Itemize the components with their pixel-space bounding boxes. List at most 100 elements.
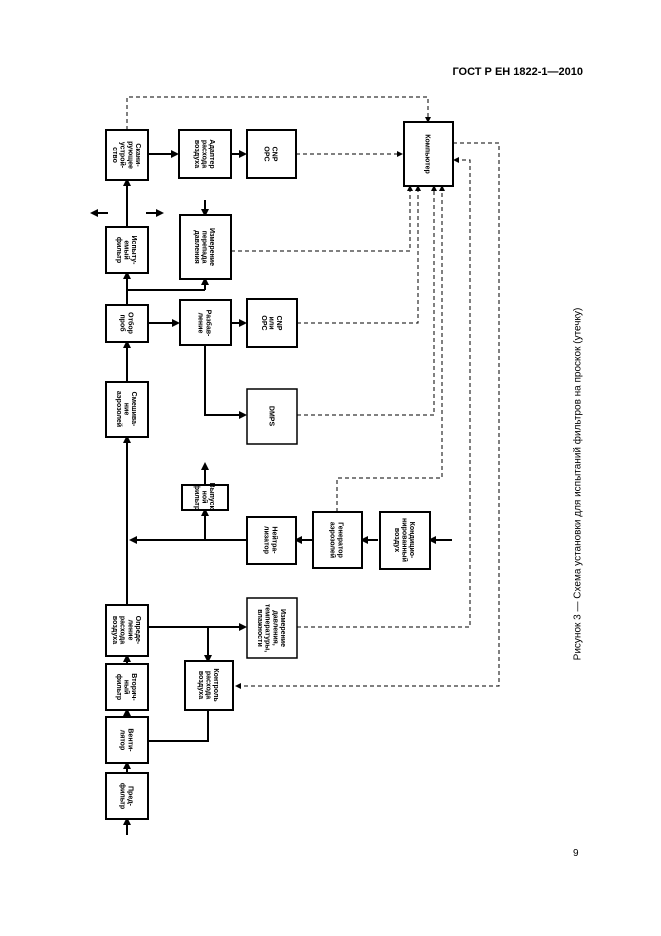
airflow-measurement-label-line: ление <box>126 620 133 641</box>
sampling-label: Отборпроб <box>119 312 135 334</box>
airflow-control-block: Контрольрасходавоздуха <box>184 660 234 711</box>
computer-block: Компьютер <box>403 121 454 187</box>
pressure-drop-label-line: перепада <box>201 231 208 264</box>
test-filter-label-line: Испыту- <box>130 236 137 266</box>
prefilter-label-line: фильтр <box>119 783 126 809</box>
compressed-air-label-line: нированный <box>401 518 409 562</box>
aerosol-generator-label-line: Генератор <box>336 522 343 558</box>
pressure-humidity-label-line: температуры, <box>264 604 271 652</box>
airflow-control-label: Контрольрасходавоздуха <box>197 668 219 702</box>
pressure-humidity-label: Измерениедавления,температуры,влажности <box>256 604 286 652</box>
dilution-label: Разбав-ление <box>197 310 213 337</box>
fan-block: Венти-лятор <box>105 716 149 764</box>
prefilter-label: Пред-фильтр <box>119 783 134 809</box>
pressure-drop-label: Измерениеперепададавления <box>193 228 215 266</box>
airflow-measurement-label-line: воздуха <box>111 616 118 644</box>
neutralizer-label-line: лизатор <box>263 526 270 554</box>
mixing-label: Смешива-ниеаэрозолей <box>115 391 137 427</box>
exhaust-filter-label-line: фильтр <box>193 484 200 510</box>
aerosol-generator-block: Генератораэрозолей <box>312 511 363 569</box>
airflow-control-label-line: Контроль <box>212 668 219 702</box>
airflow-measurement-label-line: расхода <box>119 616 126 644</box>
sampling-label-line: проб <box>119 314 127 332</box>
secondary-filter-label-line: фильтр <box>115 674 122 700</box>
prefilter-label-line: Пред- <box>126 786 133 807</box>
air-adapter-label-line: Адаптер <box>208 139 215 168</box>
test-filter-label-line: емый <box>123 240 131 259</box>
secondary-filter-block: Вторич-ныйфильтр <box>105 663 149 711</box>
mixing-block: Смешива-ниеаэрозолей <box>105 381 149 438</box>
scanning-device-label-line: рующее <box>126 141 133 169</box>
mixing-label-line: ние <box>123 403 130 416</box>
mixing-label-line: Смешива- <box>130 392 137 427</box>
secondary-filter-label: Вторич-ныйфильтр <box>115 673 137 701</box>
compressed-air-label: Кондицио-нированныйвоздух <box>393 518 415 562</box>
compressed-air-label-line: Кондицио- <box>408 522 415 559</box>
secondary-filter-label-line: Вторич- <box>130 673 137 701</box>
air-adapter-label-line: воздуха <box>193 140 200 168</box>
computer-label: Компьютер <box>424 134 431 174</box>
dmps-block: DMPS <box>246 388 298 445</box>
page-number: 9 <box>573 848 579 859</box>
test-filter-label: Испыту-емыйфильтр <box>115 236 137 266</box>
airflow-measurement-block: Опреде-лениерасходавоздуха <box>105 604 149 657</box>
air-adapter-label: Адаптеррасходавоздуха <box>193 139 215 168</box>
figure-caption: Рисунок 3 — Схема установки для испытани… <box>572 307 584 661</box>
scanning-device-label-line: Скани- <box>134 143 141 167</box>
dilution-label-line: ление <box>197 313 204 334</box>
scanning-device-label-line: устрой- <box>119 142 127 169</box>
neutralizer-label: Нейтра-лизатор <box>263 526 279 554</box>
fan-label-line: Венти- <box>126 728 133 752</box>
scanning-device-block: Скани-рующееустрой-ство <box>105 129 149 181</box>
cnp-opc-1-label-line: OPC <box>260 315 267 330</box>
air-adapter-label-line: расхода <box>201 140 208 168</box>
exhaust-filter-label: Выпуск-нойфильтр <box>193 483 215 512</box>
sampling-block: Отборпроб <box>105 304 149 343</box>
dilution-block: Разбав-ление <box>179 299 232 346</box>
cnp-opc-block-1: CNPилиOPC <box>246 298 298 348</box>
exhaust-filter-label-line: ной <box>201 491 209 504</box>
test-filter-label-line: фильтр <box>115 237 122 263</box>
fan-label-line: лятор <box>119 730 126 750</box>
prefilter-block: Пред-фильтр <box>105 772 149 820</box>
secondary-filter-label-line: ный <box>123 680 131 695</box>
aerosol-generator-label-line: аэрозолей <box>329 522 337 558</box>
scanning-device-label-line: ство <box>111 147 118 163</box>
pressure-humidity-label-line: влажности <box>256 609 263 647</box>
standard-header: ГОСТ Р ЕН 1822-1—2010 <box>452 66 583 78</box>
pressure-drop-block: Измерениеперепададавления <box>179 214 232 280</box>
airflow-control-label-line: расхода <box>205 671 212 699</box>
cnp-opc-1-label-line: или <box>268 316 275 329</box>
air-adapter-block: Адаптеррасходавоздуха <box>178 129 232 179</box>
dmps-label-line: DMPS <box>268 406 275 427</box>
cnp-opc-1-label: CNPилиOPC <box>260 315 282 330</box>
compressed-air-block: Кондицио-нированныйвоздух <box>379 511 431 570</box>
cnp-opc-block-2: CNPOPC <box>246 129 297 179</box>
dilution-label-line: Разбав- <box>204 310 212 337</box>
exhaust-filter-block: Выпуск-нойфильтр <box>181 483 229 512</box>
sampling-label-line: Отбор <box>126 312 134 334</box>
computer-label-line: Компьютер <box>424 134 431 174</box>
pressure-drop-label-line: Измерение <box>208 228 215 266</box>
cnp-opc-2-label-line: OPC <box>263 146 270 161</box>
airflow-measurement-label-line: Опреде- <box>134 616 141 645</box>
scanning-device-label: Скани-рующееустрой-ство <box>111 141 141 169</box>
pressure-humidity-label-line: давления, <box>271 610 278 645</box>
aerosol-generator-label: Генератораэрозолей <box>329 522 344 558</box>
fan-label: Венти-лятор <box>119 728 134 752</box>
compressed-air-label-line: воздух <box>393 528 400 552</box>
neutralizer-block: Нейтра-лизатор <box>246 516 297 565</box>
exhaust-filter-label-line: Выпуск- <box>208 483 215 512</box>
pressure-humidity-label-line: Измерение <box>279 609 286 647</box>
pressure-humidity-block: Измерениедавления,температуры,влажности <box>246 597 298 659</box>
pressure-drop-label-line: давления <box>193 230 200 263</box>
mixing-label-line: аэрозолей <box>115 391 123 427</box>
test-filter-block: Испыту-емыйфильтр <box>105 226 149 274</box>
airflow-measurement-label: Опреде-лениерасходавоздуха <box>111 616 141 645</box>
cnp-opc-1-label-line: CNP <box>275 316 282 331</box>
neutralizer-label-line: Нейтра- <box>270 526 278 554</box>
cnp-opc-2-label-line: CNP <box>270 147 277 162</box>
cnp-opc-2-label: CNPOPC <box>263 146 278 161</box>
dmps-label: DMPS <box>268 406 275 427</box>
